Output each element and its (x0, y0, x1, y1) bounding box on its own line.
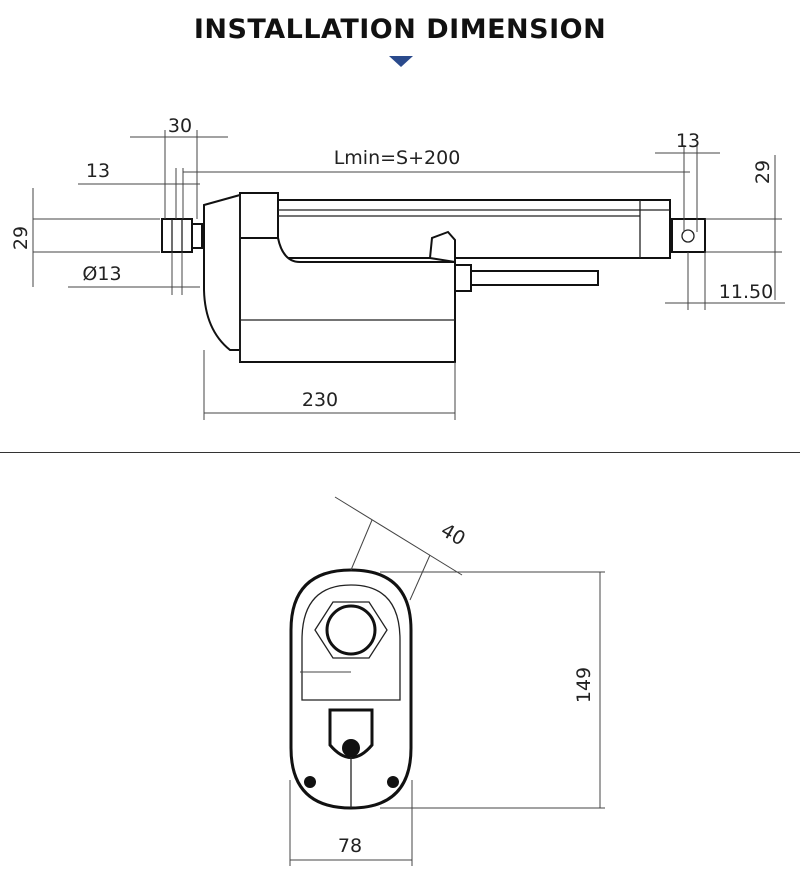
actuator-side-view (161, 192, 706, 363)
dim-clevis-width: 13 (676, 130, 700, 152)
dim-rod-end-width: 13 (86, 160, 110, 182)
hex-nut (314, 601, 388, 659)
clevis-hole (681, 229, 695, 243)
cable (470, 270, 599, 286)
rod-end (161, 218, 193, 253)
dim-diagonal: 40 (437, 519, 469, 550)
gearbox-block (239, 192, 279, 239)
end-outline (289, 568, 413, 810)
side-view-dimensions: 30 13 Lmin=S+200 13 29 29 Ø13 11.50 (10, 115, 785, 420)
down-triangle-icon (389, 56, 413, 67)
outer-tube (277, 199, 671, 259)
front-cap (203, 193, 241, 351)
dim-height-left: 29 (10, 226, 32, 250)
cable-gland (454, 264, 472, 292)
page-title: INSTALLATION DIMENSION (193, 14, 607, 45)
dim-width: 78 (338, 835, 362, 857)
rear-clevis (671, 218, 706, 253)
motor-body (239, 237, 456, 363)
section-divider (0, 452, 800, 453)
dim-hole-diameter: Ø13 (82, 263, 121, 285)
dim-mount-offset: 30 (168, 115, 192, 137)
dim-height: 149 (573, 667, 595, 703)
end-view-dimensions: 40 149 78 (289, 496, 605, 866)
dim-height-right: 29 (752, 160, 774, 184)
dim-body-length: 230 (302, 389, 338, 411)
rod-circle (325, 604, 377, 656)
dim-lmin: Lmin=S+200 (334, 147, 461, 169)
actuator-end-view (289, 568, 413, 810)
dim-clevis-offset: 11.50 (719, 281, 773, 303)
